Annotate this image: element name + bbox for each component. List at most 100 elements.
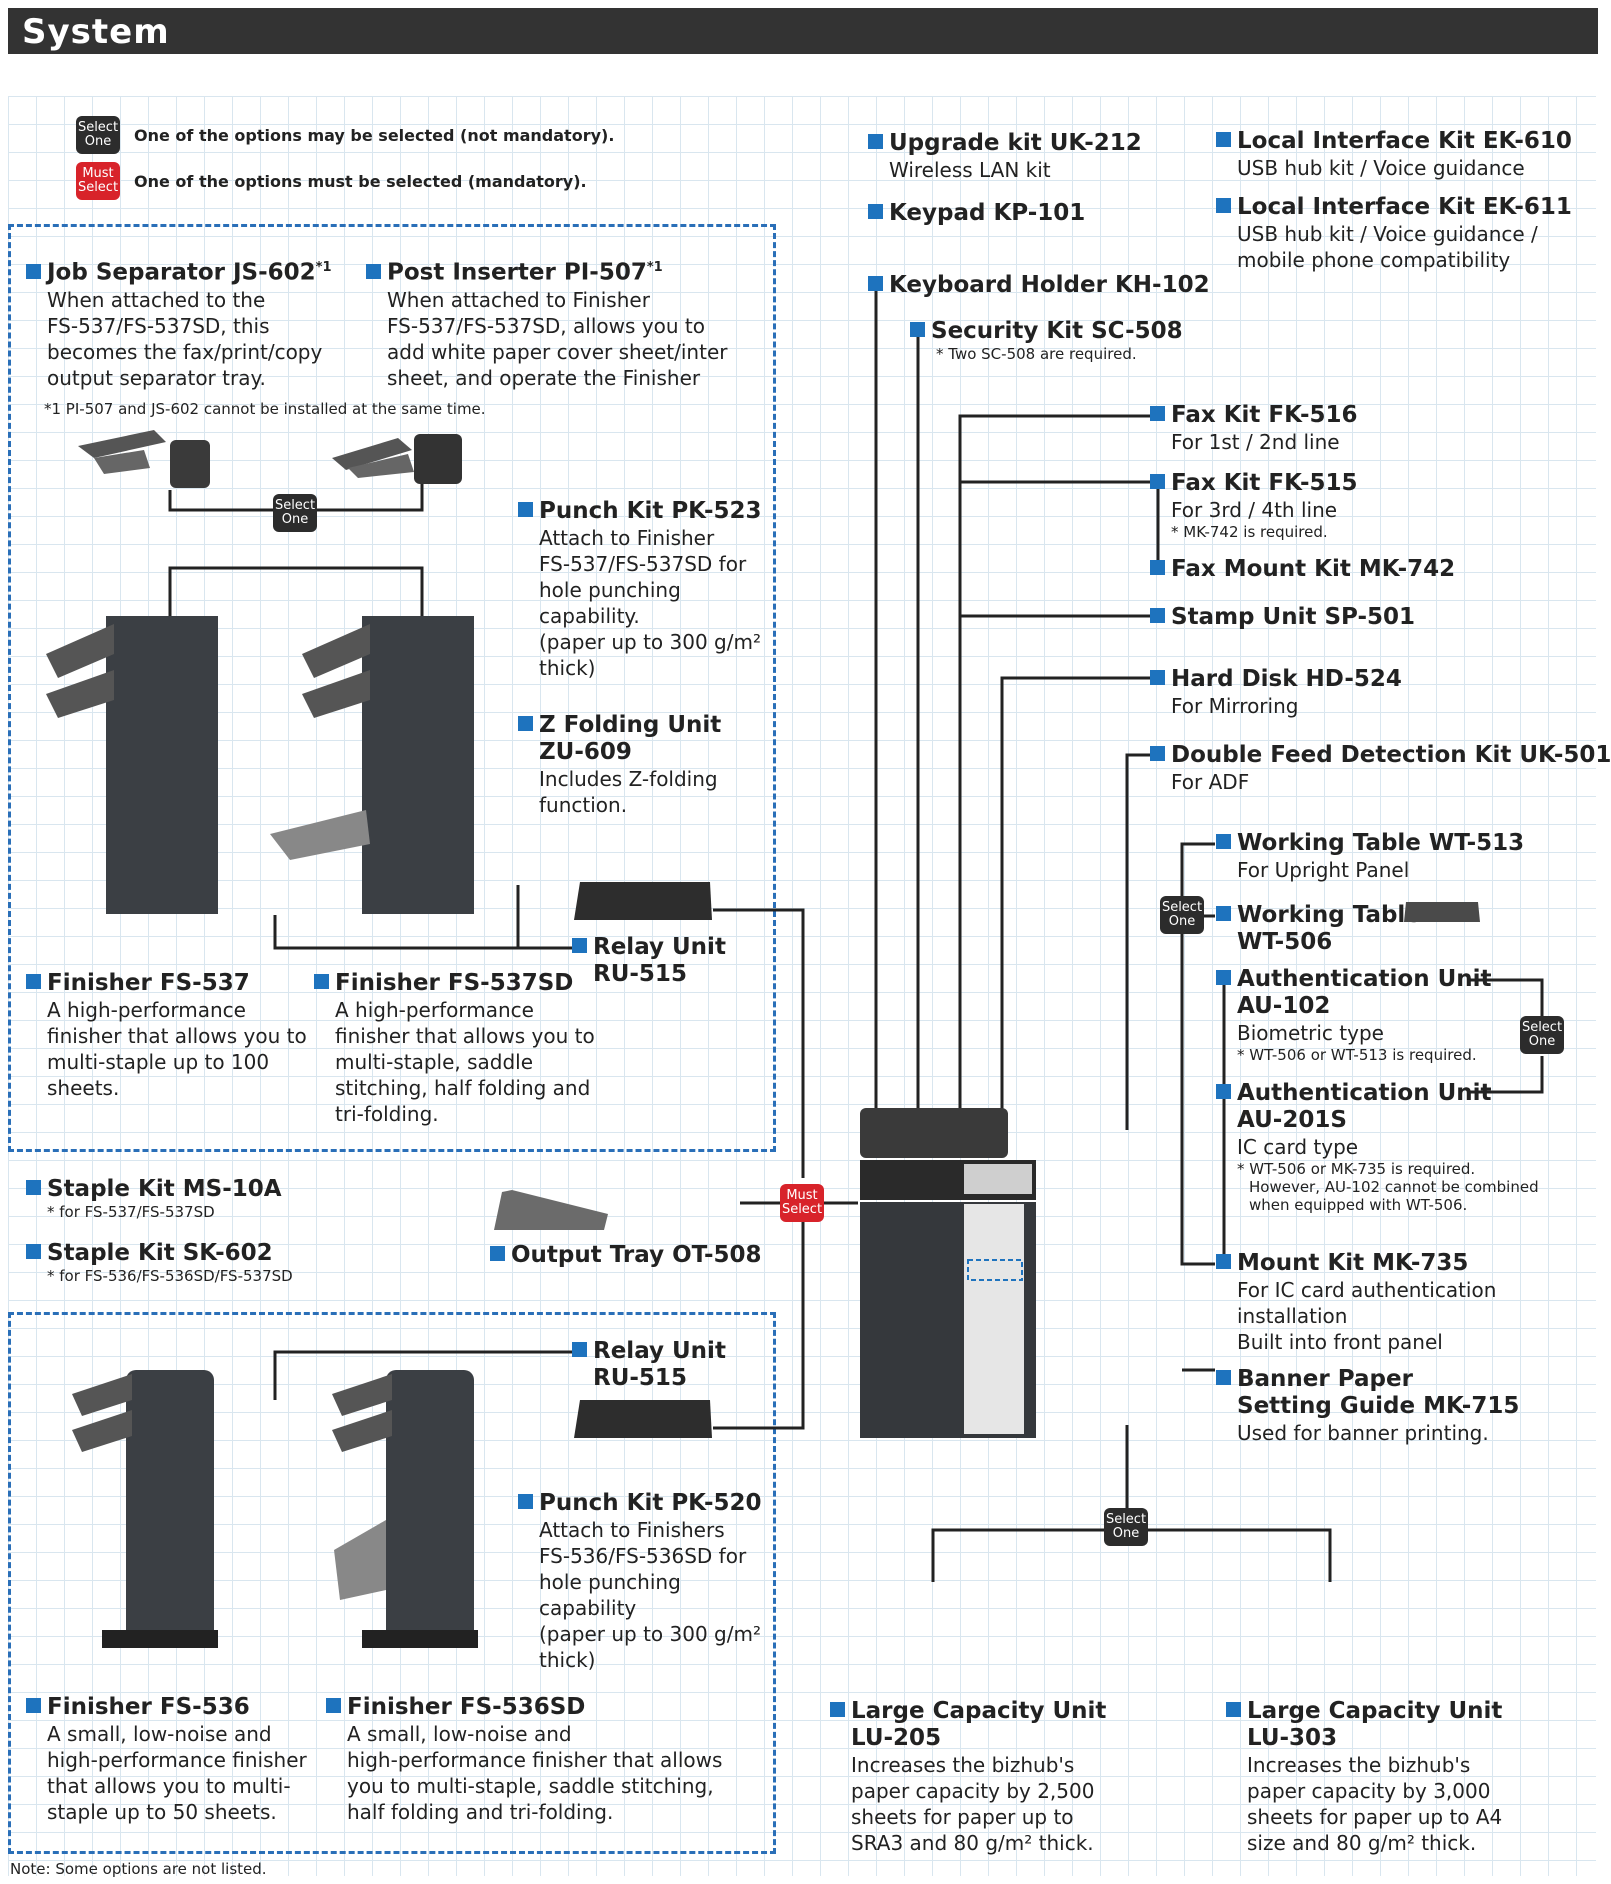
bullet-icon bbox=[1216, 1370, 1231, 1385]
bullet-icon bbox=[518, 716, 533, 731]
badge-line: Select bbox=[781, 1202, 823, 1217]
footnote-mark: *1 bbox=[315, 260, 332, 275]
fs536-group-box bbox=[8, 1312, 776, 1854]
option-title: Working Table WT-513 bbox=[1216, 830, 1524, 857]
option-title: Upgrade kit UK-212 bbox=[868, 130, 1142, 157]
note-line: * for FS-537/FS-537SD bbox=[47, 1203, 215, 1221]
bullet-icon bbox=[868, 134, 883, 149]
title-text: Finisher FS-537 bbox=[47, 970, 250, 996]
option-title: Mount Kit MK-735 bbox=[1216, 1250, 1496, 1277]
option-kh102: Keyboard Holder KH-102 bbox=[868, 272, 1210, 299]
desc-line: For ADF bbox=[1171, 770, 1250, 794]
desc-line: For Mirroring bbox=[1171, 694, 1299, 718]
desc-line: finisher that allows you to bbox=[47, 1024, 307, 1048]
note-line: * WT-506 or MK-735 is required. bbox=[1237, 1160, 1476, 1178]
option-title: Fax Kit FK-515 bbox=[1150, 470, 1358, 497]
option-ru515-bottom: Relay Unit RU-515 bbox=[572, 1338, 726, 1392]
option-title: Authentication Unit bbox=[1216, 1080, 1539, 1107]
option-fk515: Fax Kit FK-515 For 3rd / 4th line * MK-7… bbox=[1150, 470, 1358, 541]
desc-line: IC card type bbox=[1237, 1135, 1359, 1159]
pi-js-note: *1 PI-507 and JS-602 cannot be installed… bbox=[44, 400, 486, 418]
option-title: Punch Kit PK-523 bbox=[518, 498, 762, 525]
desc-line: thick) bbox=[539, 1648, 596, 1672]
note-line: when equipped with WT-506. bbox=[1249, 1196, 1468, 1214]
desc-line: A small, low-noise and bbox=[47, 1722, 272, 1746]
option-title: Relay Unit bbox=[572, 934, 726, 961]
title-text: Punch Kit PK-520 bbox=[539, 1490, 762, 1516]
legend-must-text: One of the options must be selected (man… bbox=[134, 172, 587, 191]
working-table-image bbox=[1404, 902, 1480, 922]
footnote: Note: Some options are not listed. bbox=[10, 1860, 267, 1878]
desc-line: mobile phone compatibility bbox=[1237, 248, 1511, 272]
bullet-icon bbox=[1216, 834, 1231, 849]
title-text: Keyboard Holder KH-102 bbox=[889, 272, 1210, 298]
badge-line: One bbox=[1112, 1526, 1140, 1541]
desc-line: FS-537/FS-537SD, allows you to bbox=[387, 313, 705, 338]
option-ot508: Output Tray OT-508 bbox=[490, 1242, 762, 1269]
bullet-icon bbox=[1226, 1702, 1241, 1717]
desc-line: A small, low-noise and bbox=[347, 1722, 572, 1746]
option-ek611: Local Interface Kit EK-611 USB hub kit /… bbox=[1216, 194, 1572, 273]
title-text: Fax Kit FK-516 bbox=[1171, 402, 1358, 428]
option-title: Finisher FS-537 bbox=[26, 970, 307, 997]
option-title: Fax Kit FK-516 bbox=[1150, 402, 1358, 429]
desc-line: you to multi-staple, saddle stitching, bbox=[347, 1774, 714, 1798]
desc-line: When attached to the bbox=[47, 287, 266, 312]
desc-line: FS-536/FS-536SD for bbox=[539, 1544, 747, 1568]
select-one-badge-trays: Select One bbox=[273, 494, 317, 532]
desc-line: high-performance finisher bbox=[47, 1748, 307, 1772]
desc-line: For 1st / 2nd line bbox=[1171, 430, 1340, 454]
badge-line: One bbox=[1168, 914, 1196, 929]
select-one-badge-auth: Select One bbox=[1520, 1016, 1564, 1054]
title-text: Working Table WT-513 bbox=[1237, 830, 1525, 856]
option-fk516: Fax Kit FK-516 For 1st / 2nd line bbox=[1150, 402, 1358, 455]
note-line: * WT-506 or WT-513 is required. bbox=[1237, 1046, 1477, 1064]
bullet-icon bbox=[1216, 1254, 1231, 1269]
title-text: Post Inserter PI-507 bbox=[387, 259, 647, 286]
note-line: * for FS-536/FS-536SD/FS-537SD bbox=[47, 1267, 293, 1285]
bullet-icon bbox=[1150, 560, 1165, 575]
desc-line: Attach to Finishers bbox=[539, 1518, 725, 1542]
desc-line: multi-staple, saddle bbox=[335, 1050, 534, 1074]
title-text: Staple Kit MS-10A bbox=[47, 1176, 282, 1202]
desc-line: that allows you to multi- bbox=[47, 1774, 291, 1798]
title-text: Authentication Unit bbox=[1237, 966, 1492, 992]
title-text: Keypad KP-101 bbox=[889, 200, 1086, 226]
desc-line: half folding and tri-folding. bbox=[347, 1800, 614, 1824]
desc-line: tri-folding. bbox=[335, 1102, 439, 1126]
option-title: Working Table bbox=[1216, 902, 1421, 929]
title-text: Finisher FS-537SD bbox=[335, 970, 574, 996]
title-text: Local Interface Kit EK-611 bbox=[1237, 194, 1572, 220]
desc-line: installation bbox=[1237, 1304, 1348, 1328]
desc-line: output separator tray. bbox=[47, 365, 266, 390]
desc-line: Includes Z-folding bbox=[539, 767, 718, 791]
desc-line: finisher that allows you to bbox=[335, 1024, 595, 1048]
badge-line: Select bbox=[77, 120, 119, 135]
option-pk520: Punch Kit PK-520 Attach to Finishers FS-… bbox=[518, 1490, 762, 1673]
option-title: Security Kit SC-508 bbox=[910, 318, 1183, 345]
option-title: Hard Disk HD-524 bbox=[1150, 666, 1402, 693]
option-title: Finisher FS-536 bbox=[26, 1694, 307, 1721]
bullet-icon bbox=[572, 938, 587, 953]
desc-line: A high-performance bbox=[47, 998, 246, 1022]
title-text: LU-205 bbox=[851, 1725, 942, 1751]
badge-line: Select bbox=[274, 498, 316, 513]
option-title: Keyboard Holder KH-102 bbox=[868, 272, 1210, 299]
desc-line: sheets for paper up to A4 bbox=[1247, 1805, 1503, 1829]
desc-line: FS-537/FS-537SD for bbox=[539, 552, 747, 576]
option-title: Punch Kit PK-520 bbox=[518, 1490, 762, 1517]
option-title: Local Interface Kit EK-610 bbox=[1216, 128, 1572, 155]
bullet-icon bbox=[1150, 746, 1165, 761]
option-wt506: Working Table WT-506 bbox=[1216, 902, 1421, 956]
title-text: Punch Kit PK-523 bbox=[539, 498, 762, 524]
bullet-icon bbox=[490, 1246, 505, 1261]
desc-line: For 3rd / 4th line bbox=[1171, 498, 1338, 522]
bullet-icon bbox=[910, 322, 925, 337]
option-title: Keypad KP-101 bbox=[868, 200, 1085, 227]
fs537-group-box bbox=[8, 224, 776, 1152]
desc-line: capability. bbox=[539, 604, 640, 628]
title-text: Finisher FS-536SD bbox=[347, 1694, 586, 1720]
legend-select-text: One of the options may be selected (not … bbox=[134, 126, 615, 145]
desc-line: Built into front panel bbox=[1237, 1330, 1443, 1354]
